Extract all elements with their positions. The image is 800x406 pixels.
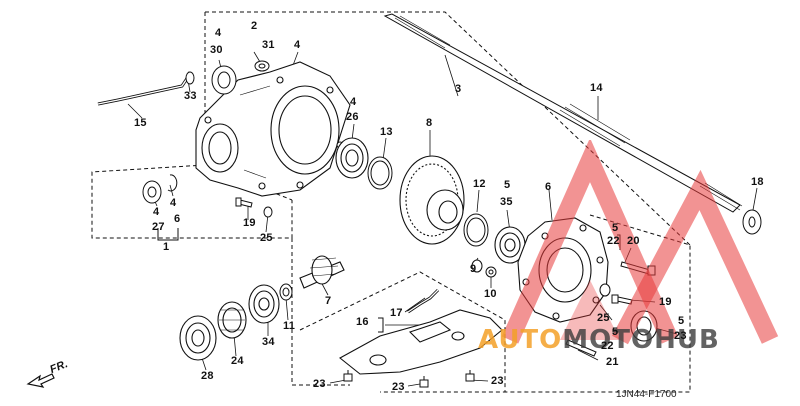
coupling-28	[179, 315, 217, 361]
bearing-27	[142, 180, 162, 204]
washer-25-left	[263, 206, 273, 218]
bearing-34	[248, 284, 280, 324]
callout-5[interactable]: 5	[678, 315, 685, 327]
cap-33	[185, 71, 195, 85]
callout-5[interactable]: 5	[612, 222, 619, 234]
callout-22[interactable]: 22	[607, 235, 620, 247]
ring-gear	[399, 155, 465, 245]
callout-21[interactable]: 21	[606, 356, 619, 368]
hose-17-inner	[407, 289, 439, 313]
callout-15[interactable]: 15	[134, 117, 147, 129]
oil-seal-30	[211, 65, 237, 95]
callout-16[interactable]: 16	[356, 316, 369, 328]
callout-19[interactable]: 19	[243, 217, 256, 229]
diagram-code: 1JN44-F1700	[616, 389, 677, 400]
callout-23[interactable]: 23	[491, 375, 504, 387]
bracket-16	[378, 317, 384, 333]
bearing-24	[217, 301, 247, 339]
callout-7[interactable]: 7	[325, 295, 332, 307]
bolts-23	[343, 370, 475, 388]
callout-27[interactable]: 27	[152, 221, 165, 233]
final-gear-case	[195, 61, 351, 197]
shim-12	[463, 213, 489, 247]
pinion-gear	[299, 255, 345, 289]
callout-26[interactable]: 26	[346, 111, 359, 123]
bolt-20	[620, 261, 656, 276]
callout-10[interactable]: 10	[484, 288, 497, 300]
gear-case-cover	[517, 217, 609, 323]
nut-9	[471, 259, 483, 273]
bracket-1	[157, 228, 179, 241]
callout-4[interactable]: 4	[153, 206, 160, 218]
callout-2[interactable]: 2	[251, 20, 258, 32]
bolt-19-left	[235, 197, 253, 208]
washer-25-right	[599, 283, 611, 297]
callout-25[interactable]: 25	[260, 232, 273, 244]
callout-30[interactable]: 30	[210, 44, 223, 56]
callout-6[interactable]: 6	[174, 213, 181, 225]
callout-14[interactable]: 14	[590, 82, 603, 94]
callout-23[interactable]: 23	[674, 330, 687, 342]
callout-4[interactable]: 4	[294, 39, 301, 51]
frame-lower-plate	[299, 271, 506, 393]
callout-3[interactable]: 3	[455, 83, 462, 95]
callout-22[interactable]: 22	[601, 340, 614, 352]
bolt-19-right	[611, 294, 633, 305]
callout-12[interactable]: 12	[473, 178, 486, 190]
callout-11[interactable]: 11	[283, 320, 296, 332]
circlip-4	[167, 174, 178, 192]
callout-35[interactable]: 35	[500, 196, 513, 208]
o-ring-31	[254, 60, 270, 72]
callout-20[interactable]: 20	[627, 235, 640, 247]
shim-11	[279, 283, 293, 301]
callout-9[interactable]: 9	[470, 263, 477, 275]
callout-8[interactable]: 8	[426, 117, 433, 129]
callout-25[interactable]: 25	[597, 312, 610, 324]
callout-19[interactable]: 19	[659, 296, 672, 308]
callout-18[interactable]: 18	[751, 176, 764, 188]
skid-plate	[339, 309, 503, 375]
callout-17[interactable]: 17	[390, 307, 403, 319]
watermark-text: AUTOMOTOHUB	[478, 325, 720, 355]
callout-13[interactable]: 13	[380, 126, 393, 138]
callout-31[interactable]: 31	[262, 39, 275, 51]
callout-5[interactable]: 5	[612, 326, 619, 338]
callout-6[interactable]: 6	[545, 181, 552, 193]
callout-28[interactable]: 28	[201, 370, 214, 382]
callout-4[interactable]: 4	[170, 197, 177, 209]
watermark-word-2: MOTOHUB	[562, 325, 720, 355]
callout-4[interactable]: 4	[350, 96, 357, 108]
callout-33[interactable]: 33	[184, 90, 197, 102]
watermark-word-1: AUTO	[478, 325, 563, 355]
callout-23[interactable]: 23	[313, 378, 326, 390]
callout-23[interactable]: 23	[392, 381, 405, 393]
breather-tube	[97, 71, 192, 106]
callout-4[interactable]: 4	[215, 27, 222, 39]
front-arrow-icon	[26, 373, 55, 388]
callout-1[interactable]: 1	[163, 241, 170, 253]
shim-13	[367, 156, 393, 190]
callout-5[interactable]: 5	[504, 179, 511, 191]
callout-24[interactable]: 24	[231, 355, 244, 367]
washer-10	[485, 266, 497, 278]
washer-18	[742, 209, 762, 235]
callout-34[interactable]: 34	[262, 336, 275, 348]
bearing-26	[335, 137, 369, 179]
